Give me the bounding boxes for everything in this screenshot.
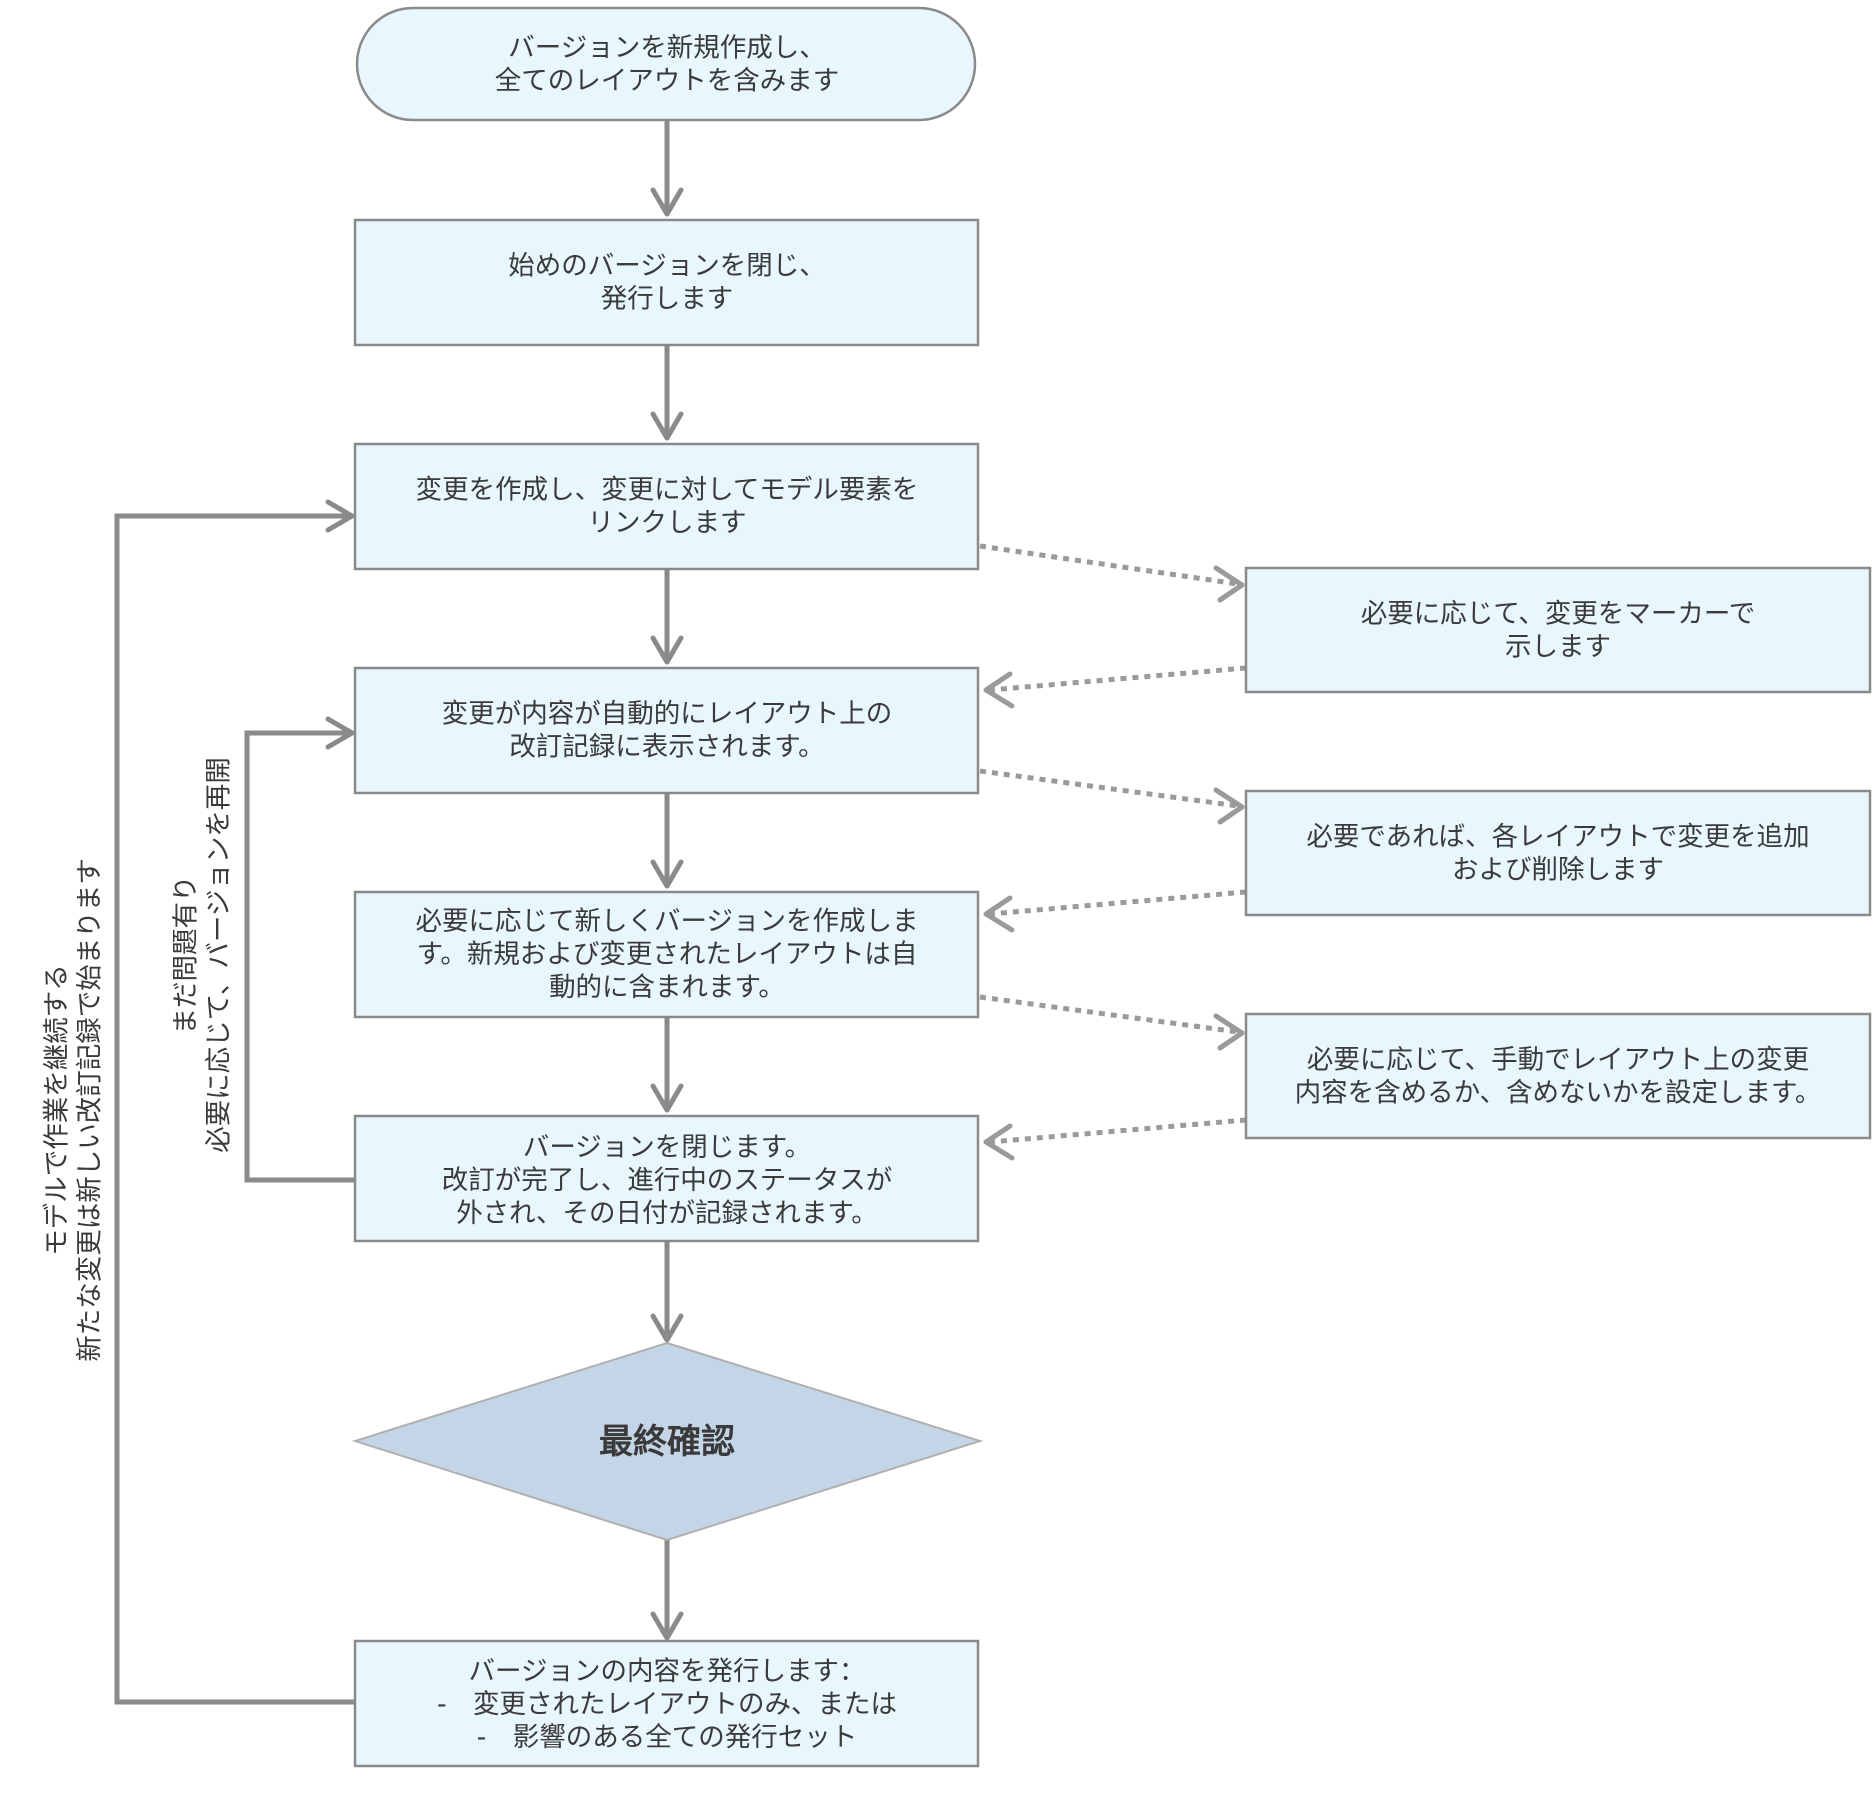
text-line: 変更を作成し、変更に対してモデル要素を <box>416 475 919 506</box>
marker-side-text: 必要に応じて、変更をマーカーで示します <box>1361 599 1756 663</box>
text-line: 改訂記録に表示されます。 <box>509 732 824 763</box>
dotted-connectors <box>979 543 1247 1161</box>
text-line: 必要に応じて新しくバージョンを作成しま <box>416 906 919 937</box>
text-line: - 変更されたレイアウトのみ、または <box>437 1689 897 1720</box>
text-line: 示します <box>1505 632 1611 663</box>
text-line: 内容を含めるか、含めないかを設定します。 <box>1295 1078 1822 1109</box>
text-line: 必要に応じて、バージョンを再開 <box>204 757 235 1153</box>
start-node-text: バージョンを新規作成し、全てのレイアウトを含みます <box>495 33 840 97</box>
loop-connector-reopen <box>244 716 356 1183</box>
marker-side-step: 必要に応じて、変更をマーカーで示します <box>1244 566 1872 694</box>
text-line: 新たな変更は新しい改訂記録で始まります <box>75 858 106 1362</box>
continue-work-loop-label: モデルで作業を継続する新たな変更は新しい改訂記録で始まります <box>42 858 106 1362</box>
publish-step: バージョンの内容を発行します：- 変更されたレイアウトのみ、または- 影響のある… <box>353 1639 980 1768</box>
manual-side-step: 必要に応じて、手動でレイアウト上の変更内容を含めるか、含めないかを設定します。 <box>1244 1012 1872 1140</box>
add-remove-side-step: 必要であれば、各レイアウトで変更を追加および削除します <box>1244 789 1872 917</box>
close-version-step: バージョンを閉じます。改訂が完了し、進行中のステータスが外され、その日付が記録さ… <box>353 1114 980 1243</box>
final-check-decision: 最終確認 <box>351 1341 984 1542</box>
text-line: 必要に応じて、変更をマーカーで <box>1361 599 1756 630</box>
text-line: 改訂が完了し、進行中のステータスが <box>442 1165 893 1196</box>
text-line: 変更が内容が自動的にレイアウト上の <box>442 699 893 730</box>
text-line: 始めのバージョンを閉じ、 <box>508 251 825 282</box>
close-first-version-text: 始めのバージョンを閉じ、発行します <box>508 251 825 315</box>
auto-display-step: 変更が内容が自動的にレイアウト上の改訂記録に表示されます。 <box>353 666 980 795</box>
auto-display-text: 変更が内容が自動的にレイアウト上の改訂記録に表示されます。 <box>442 699 893 763</box>
new-version-step: 必要に応じて新しくバージョンを作成します。新規および変更されたレイアウトは自動的… <box>353 890 980 1019</box>
new-version-text: 必要に応じて新しくバージョンを作成します。新規および変更されたレイアウトは自動的… <box>416 906 919 1003</box>
reopen-loop-label: まだ問題有り必要に応じて、バージョンを再開 <box>171 757 235 1153</box>
text-line: 動的に含まれます。 <box>549 972 785 1003</box>
text-line: および削除します <box>1452 855 1664 886</box>
manual-side-text: 必要に応じて、手動でレイアウト上の変更内容を含めるか、含めないかを設定します。 <box>1295 1045 1822 1109</box>
final-check-label: 最終確認 <box>599 1422 735 1462</box>
text-line: 必要に応じて、手動でレイアウト上の変更 <box>1307 1045 1809 1076</box>
close-version-text: バージョンを閉じます。改訂が完了し、進行中のステータスが外され、その日付が記録さ… <box>442 1132 893 1229</box>
text-line: す。新規および変更されたレイアウトは自 <box>417 939 918 970</box>
text-line: まだ問題有り <box>171 876 202 1035</box>
text-line: バージョンを閉じます。 <box>523 1132 811 1163</box>
close-first-version-step: 始めのバージョンを閉じ、発行します <box>353 218 980 347</box>
text-line: バージョンの内容を発行します： <box>469 1656 866 1687</box>
start-node: バージョンを新規作成し、全てのレイアウトを含みます <box>355 6 977 122</box>
text-line: 全てのレイアウトを含みます <box>495 66 840 97</box>
main-flow-connectors <box>650 121 684 1641</box>
text-line: バージョンを新規作成し、 <box>508 33 825 64</box>
text-line: 外され、その日付が記録されます。 <box>456 1198 878 1229</box>
create-change-step: 変更を作成し、変更に対してモデル要素をリンクします <box>353 442 980 571</box>
publish-text: バージョンの内容を発行します：- 変更されたレイアウトのみ、または- 影響のある… <box>437 1656 897 1753</box>
text-line: - 影響のある全ての発行セット <box>477 1722 858 1753</box>
text-line: モデルで作業を継続する <box>42 964 73 1256</box>
text-line: 発行します <box>601 284 734 315</box>
loop-connector-continue <box>114 499 356 1705</box>
create-change-text: 変更を作成し、変更に対してモデル要素をリンクします <box>416 475 919 539</box>
text-line: リンクします <box>588 508 747 539</box>
add-remove-side-text: 必要であれば、各レイアウトで変更を追加および削除します <box>1306 822 1809 886</box>
text-line: 必要であれば、各レイアウトで変更を追加 <box>1306 822 1809 853</box>
